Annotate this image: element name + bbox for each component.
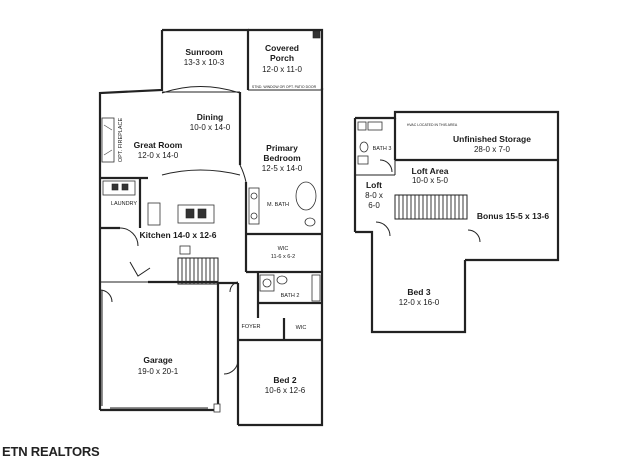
wic-main-dims: 11-6 x 6-2 [271,254,295,260]
primary-bedroom-label-line2: Bedroom [263,153,301,163]
wic-small-label: WIC [296,325,307,331]
primary-bedroom-label: Primary [266,143,298,153]
sunroom-dims: 13-3 x 10-3 [184,58,225,67]
hvac-note: HVAC LOCATED IN THIS AREA [407,123,458,127]
first-floor-plan: Sunroom 13-3 x 10-3 Covered Porch 12-0 x… [98,28,324,427]
m-bath-label: M. BATH [267,202,289,208]
first-floor-walls [98,28,324,427]
loft-area-dims: 10-0 x 5-0 [412,176,449,185]
second-floor-door-swings [375,221,481,243]
primary-bedroom-dims: 12-5 x 14-0 [262,164,303,173]
garage-doors [101,290,221,413]
covered-porch-label: Covered [265,43,299,53]
bed3-dims: 12-0 x 16-0 [399,298,440,307]
loft-dims-line2: 6-0 [368,201,380,210]
bath3-fixtures [357,121,393,173]
unfinished-storage-label: Unfinished Storage [453,134,531,144]
main-stairs [177,257,219,285]
laundry-label: LAUNDRY [111,201,138,207]
door-swings [99,281,239,375]
loft-label: Loft [366,180,382,190]
vent-symbol [312,30,321,39]
kitchen-label: Kitchen 14-0 x 12-6 [139,230,216,240]
sunroom-label: Sunroom [185,47,223,57]
bed2-label: Bed 2 [273,375,296,385]
covered-porch-label-line2: Porch [270,53,294,63]
loft-dims: 8-0 x [365,191,383,200]
covered-porch-dims: 12-0 x 11-0 [262,65,302,74]
kitchen-fixtures [102,180,215,277]
unfinished-storage-dims: 28-0 x 7-0 [474,145,511,154]
great-room-label: Great Room [134,140,183,150]
bath2-fixtures [259,274,321,302]
bath3-label: BATH 3 [373,146,392,152]
great-room-dims: 12-0 x 14-0 [138,151,179,160]
garage-label: Garage [143,355,173,365]
garage-dims: 19-0 x 20-1 [138,367,179,376]
fireplace-label: OPT. FIREPLACE [118,118,124,163]
bonus-label: Bonus 15-5 x 13-6 [477,211,550,221]
second-floor-plan: HVAC LOCATED IN THIS AREA Unfinished Sto… [353,110,560,334]
bed2-dims: 10-6 x 12-6 [265,386,306,395]
watermark: ETN REALTORS [2,444,100,459]
bath2-label: BATH 2 [281,293,300,299]
bed3-label: Bed 3 [407,287,430,297]
porch-window-note: STND. WINDOW OR OPT. PATIO DOOR [252,85,317,89]
dining-label: Dining [197,112,223,122]
dining-dims: 10-0 x 14-0 [190,123,231,132]
primary-bath-fixtures [248,181,317,227]
loft-stairs [394,194,468,220]
foyer-label: FOYER [242,324,261,330]
wic-main-label: WIC [278,246,289,252]
fireplace-symbol [101,117,115,163]
loft-area-label: Loft Area [412,166,449,176]
second-floor-walls [353,110,560,334]
